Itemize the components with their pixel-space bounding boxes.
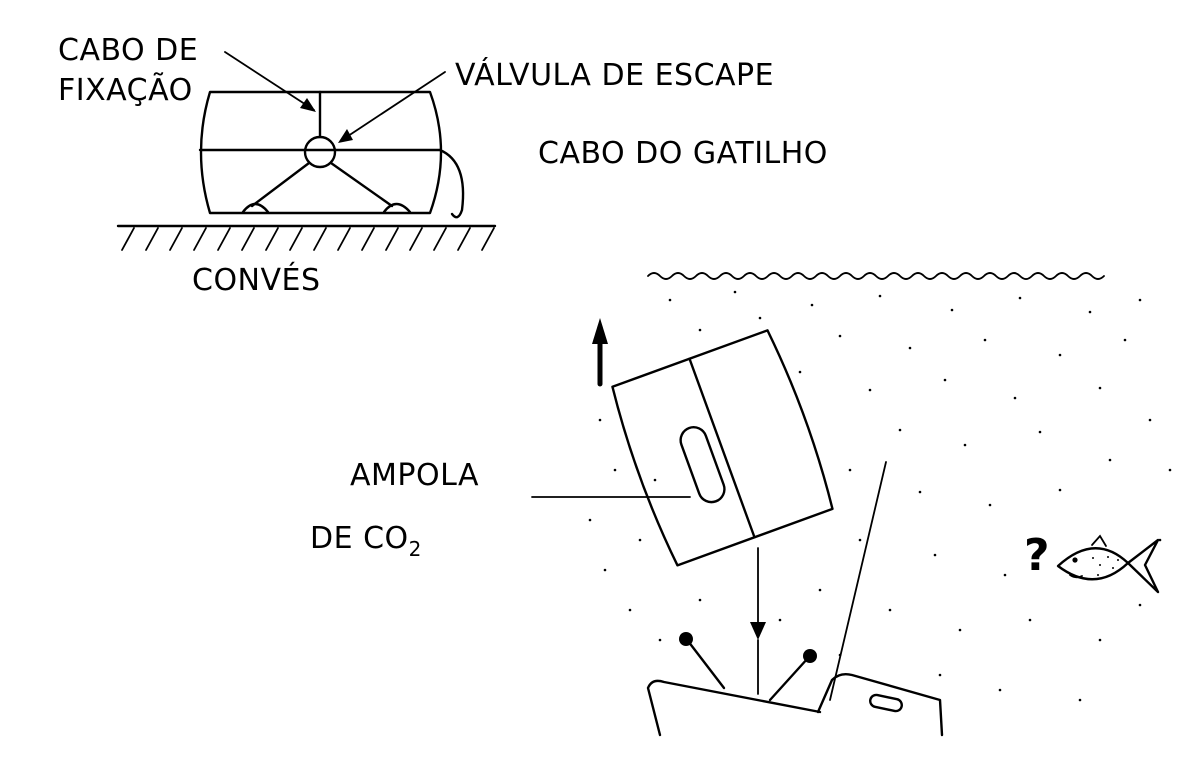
fixation-strap-right (329, 161, 394, 208)
label-conves: CONVÉS (192, 262, 321, 298)
canister-foot-right (382, 202, 412, 214)
trigger-cable-arrowhead (750, 622, 766, 640)
raft-canister (199, 90, 443, 215)
porthole (869, 693, 903, 713)
label-ampola-line2: DE CO2 (310, 521, 422, 561)
underwater-scene (531, 272, 1172, 737)
water-speckles (588, 290, 1172, 702)
question-mark: ? (1024, 530, 1050, 581)
label-ampola-line1: AMPOLA (350, 458, 479, 493)
sunken-cabin (816, 672, 944, 737)
leader-valvula (341, 71, 446, 141)
sunken-hull (646, 679, 822, 737)
leader-valvula-arrowhead (338, 129, 353, 143)
co2-cylinder (679, 426, 726, 504)
label-ampola-subscript: 2 (409, 537, 422, 561)
label-valvula-de-escape: VÁLVULA DE ESCAPE (455, 57, 774, 93)
fish-icon (1056, 534, 1160, 594)
leader-cabo-fixacao-arrowhead (300, 98, 316, 112)
stanchion-ball-left (679, 632, 693, 646)
up-arrow-icon (592, 318, 608, 387)
deck-hatching (121, 227, 495, 251)
stanchion-left (686, 639, 726, 690)
label-ampola-prefix: DE CO (310, 521, 409, 556)
stanchion-ball-right (803, 649, 817, 663)
water-surface (647, 272, 1105, 280)
label-cabo-do-gatilho: CABO DO GATILHO (538, 136, 828, 171)
trigger-cable (438, 148, 465, 219)
canister-foot-left (241, 202, 270, 214)
label-cabo-de-fixacao-line1: CABO DE (58, 33, 198, 68)
fixation-strap-left (250, 161, 311, 208)
raft-on-deck-illustration (116, 51, 497, 251)
leader-cabo-fixacao (224, 51, 315, 111)
raft-canister-rising (611, 329, 834, 567)
stanchion-right (768, 656, 810, 702)
label-cabo-de-fixacao-line2: FIXAÇÃO (58, 72, 193, 108)
mast (829, 461, 887, 701)
